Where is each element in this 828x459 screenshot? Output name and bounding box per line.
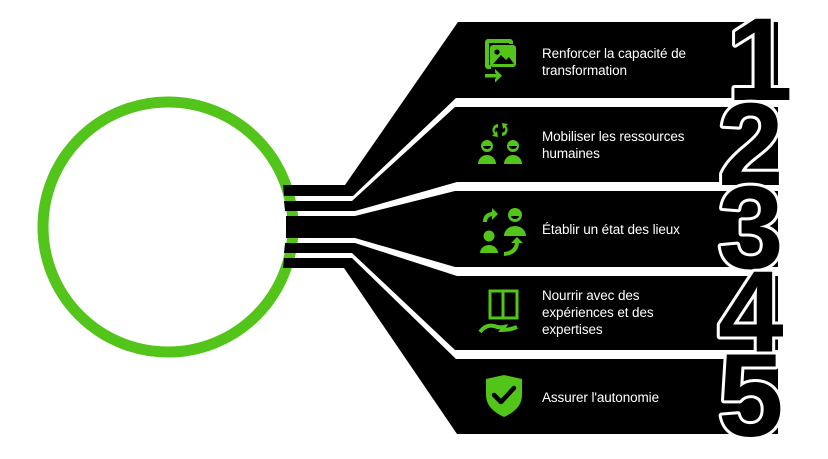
step-label-5: Assurer l'autonomie — [542, 390, 659, 405]
user-swap-icon — [480, 208, 526, 256]
panel-1 — [283, 22, 778, 196]
shield-check-icon — [486, 375, 522, 417]
people-exchange-icon — [478, 123, 522, 164]
step-label-2: Mobiliser les ressources humaines — [542, 129, 685, 161]
step-numbers: 1 2 3 4 5 — [715, 0, 796, 459]
step-number-1: 1 — [727, 0, 793, 126]
step-label-4: Nourrir avec des expériences et des expe… — [542, 288, 654, 337]
panel-4 — [284, 243, 778, 350]
step-number-2: 2 — [718, 79, 784, 211]
step-number-3: 3 — [718, 162, 784, 294]
step-number-4: 4 — [718, 247, 784, 379]
panel-5 — [283, 258, 778, 434]
central-ring — [37, 96, 299, 358]
step-label-1: Renforcer la capacité de transformation — [542, 46, 686, 78]
step-number-5: 5 — [718, 330, 784, 459]
book-hand-icon — [478, 289, 519, 334]
step-label-3: Établir un état des lieux — [542, 222, 680, 237]
image-transfer-icon — [485, 39, 516, 83]
panel-2 — [284, 107, 778, 211]
panels — [283, 22, 778, 434]
panel-3 — [286, 191, 778, 267]
